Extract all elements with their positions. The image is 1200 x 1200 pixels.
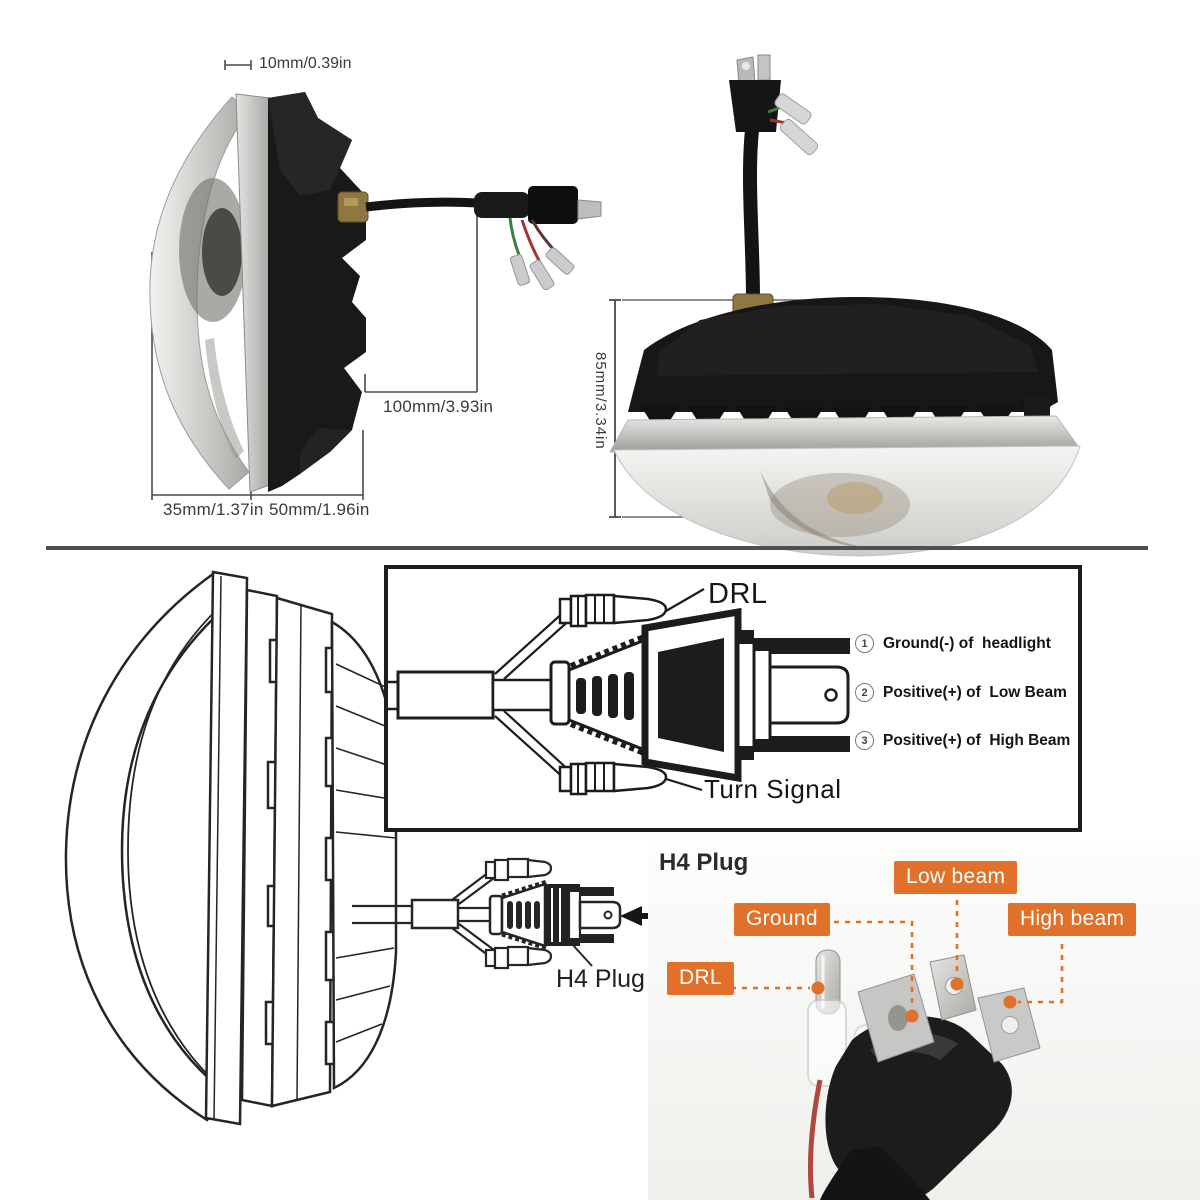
h4-connector-drawing	[549, 607, 772, 783]
low-beam-tag: Low beam	[894, 861, 1018, 894]
h4-connector	[528, 186, 578, 224]
section-divider	[46, 546, 1148, 550]
h4-plug-drawing-label: H4 Plug	[556, 965, 645, 993]
pin-number-1: 1	[855, 634, 874, 653]
ground-tag: Ground	[734, 903, 830, 936]
pin-text-2: Positive(+) of Low Beam	[883, 683, 1067, 701]
h4-plug-line-drawing	[352, 857, 686, 970]
turn-signal-wire-label: Turn Signal	[704, 774, 842, 804]
pin-item-high-beam: 3 Positive(+) of High Beam	[855, 731, 1070, 750]
turn-bullet-connector-small	[484, 945, 553, 970]
h4-connector-top	[729, 80, 781, 132]
lens-dome	[613, 445, 1081, 557]
pin-item-ground: 1 Ground(-) of headlight	[855, 634, 1051, 653]
plug-cable	[820, 1146, 930, 1200]
dim-housing-depth: 50mm/1.96in	[269, 500, 370, 519]
h4-plug-photo	[648, 843, 1200, 1200]
pin-item-low-beam: 2 Positive(+) of Low Beam	[855, 683, 1067, 702]
drl-wire-label: DRL	[708, 578, 768, 610]
cable-sleeve	[396, 670, 495, 720]
pigtail-wires	[508, 217, 575, 291]
drl-bullet-connector	[558, 588, 705, 628]
drl-tag: DRL	[667, 962, 734, 995]
pin-number-3: 3	[855, 731, 874, 750]
headlight-side-photo	[149, 60, 602, 500]
headlight-line-drawing	[64, 570, 398, 1126]
drl-bullet-connector-small	[484, 857, 553, 882]
cable	[743, 129, 760, 301]
drawn-housing	[270, 596, 334, 1108]
dim-lamp-height: 85mm/3.34in	[592, 352, 609, 450]
pin-text-1: Ground(-) of headlight	[883, 634, 1051, 652]
wiring-box-diagram	[384, 565, 1082, 832]
connector-terminals	[768, 638, 850, 752]
leader-dots	[811, 977, 1017, 1023]
drawn-lens	[64, 572, 236, 1122]
headlight-bottom-photo	[609, 54, 1081, 557]
dim-wire-length: 100mm/3.93in	[383, 397, 494, 416]
h4-plug-heading: H4 Plug	[659, 849, 749, 876]
turn-signal-bullet-connector	[558, 761, 703, 796]
drawn-rim	[204, 570, 249, 1126]
wire	[365, 197, 479, 212]
drawn-rear-housing	[330, 619, 398, 1090]
dim-lens-depth: 35mm/1.37in	[163, 500, 264, 519]
pin-number-2: 2	[855, 683, 874, 702]
mount-fitting	[337, 191, 369, 223]
high-beam-tag: High beam	[1008, 903, 1137, 936]
pigtail-crimps	[774, 93, 819, 156]
dim-bezel-width: 10mm/0.39in	[259, 55, 352, 72]
branch-wires	[494, 609, 574, 781]
leader-lines	[731, 900, 1064, 1008]
pin-text-3: Positive(+) of High Beam	[883, 731, 1071, 749]
